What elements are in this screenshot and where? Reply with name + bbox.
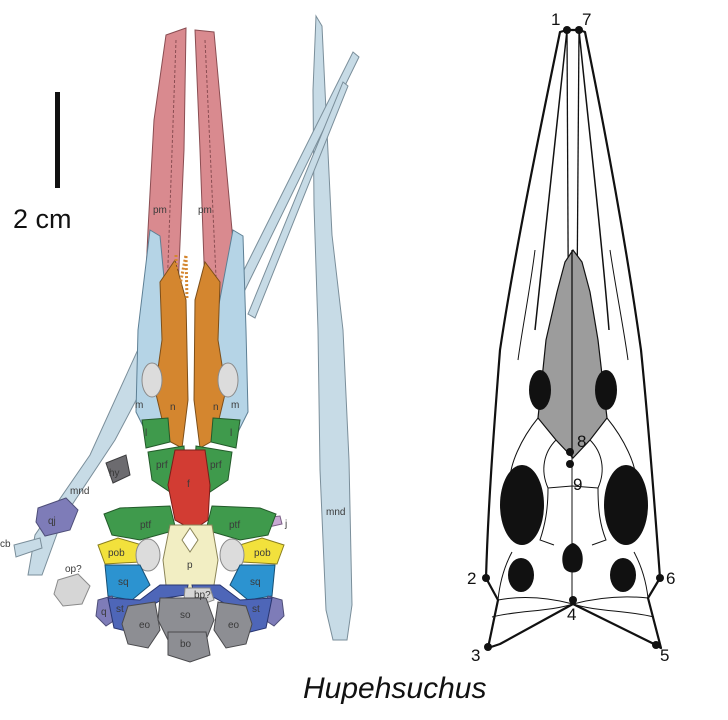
label-ptf-left: ptf bbox=[140, 520, 151, 531]
frontal-bone bbox=[167, 449, 211, 531]
left-exoccipital bbox=[121, 601, 161, 649]
posterior-left-sutures bbox=[491, 551, 574, 618]
right-postfrontal bbox=[205, 505, 277, 541]
label-l-left: l bbox=[145, 428, 147, 439]
landmark-label-8: 8 bbox=[577, 432, 586, 451]
scale-bar: 2 cm bbox=[13, 92, 72, 234]
landmark-point-2 bbox=[482, 574, 490, 582]
label-st-right: st bbox=[252, 604, 260, 615]
label-mnd-left: mnd bbox=[70, 486, 89, 497]
left-temporal-opening bbox=[508, 558, 534, 592]
figure-caption: Hupehsuchus bbox=[303, 672, 486, 705]
label-pm-left: pm bbox=[153, 205, 167, 216]
landmark-label-7: 7 bbox=[582, 10, 591, 29]
scale-bar-line bbox=[55, 92, 60, 188]
label-m-left: m bbox=[135, 400, 143, 411]
landmark-label-2: 2 bbox=[467, 569, 476, 588]
right-exoccipital bbox=[213, 601, 253, 649]
posterior-right-sutures bbox=[572, 551, 655, 618]
right-naris-opening bbox=[595, 370, 617, 410]
quadratojugal-bone bbox=[35, 497, 79, 537]
label-bo: bo bbox=[180, 639, 192, 650]
landmark-label-6: 6 bbox=[666, 569, 675, 588]
label-hy: hy bbox=[109, 468, 120, 479]
left-squamosal bbox=[104, 564, 151, 601]
opisthotic-fragment bbox=[53, 573, 91, 607]
right-temporal-fenestra bbox=[219, 538, 245, 572]
parietal-foramen bbox=[181, 527, 199, 553]
right-premax-suture bbox=[609, 249, 629, 361]
label-n-left: n bbox=[170, 402, 176, 413]
right-naris bbox=[217, 362, 239, 398]
landmark-label-3: 3 bbox=[471, 646, 480, 665]
landmark-label-9: 9 bbox=[573, 475, 582, 494]
landmark-point-7 bbox=[575, 26, 583, 34]
label-eo-left: eo bbox=[139, 620, 151, 631]
landmark-point-4 bbox=[569, 596, 577, 604]
dotted-midline bbox=[174, 254, 189, 301]
left-premax-suture bbox=[517, 249, 536, 361]
rostrum-left-inner bbox=[534, 29, 568, 331]
label-p: p bbox=[187, 560, 193, 571]
left-naris bbox=[141, 362, 163, 398]
displaced-rod-b bbox=[247, 81, 349, 319]
label-sq-right: sq bbox=[250, 577, 261, 588]
landmark-point-9 bbox=[566, 460, 574, 468]
label-m-right: m bbox=[231, 400, 239, 411]
label-f: f bbox=[187, 479, 190, 490]
label-pm-right: pm bbox=[198, 205, 212, 216]
basioccipital bbox=[167, 631, 211, 663]
specimen-drawing: pm pm m m n n l l prf prf f ptf ptf j p … bbox=[0, 14, 360, 663]
label-q: q bbox=[101, 607, 107, 618]
left-naris-opening bbox=[529, 370, 551, 410]
parietal-left-suture bbox=[539, 487, 555, 546]
prefrontal-left-suture bbox=[543, 439, 573, 489]
label-qj: qj bbox=[48, 516, 56, 527]
right-orbit-opening bbox=[604, 465, 648, 545]
label-ptf-right: ptf bbox=[229, 520, 240, 531]
label-so: so bbox=[180, 610, 191, 621]
landmark-label-1: 1 bbox=[551, 10, 560, 29]
ceratobranchial bbox=[13, 537, 43, 558]
label-l-right: l bbox=[230, 428, 232, 439]
label-st-left: st bbox=[116, 604, 124, 615]
label-pob-left: pob bbox=[108, 548, 125, 559]
label-cb: cb bbox=[0, 539, 11, 550]
label-op: op? bbox=[65, 564, 82, 575]
landmark-point-6 bbox=[656, 574, 664, 582]
parietal-right-suture bbox=[591, 487, 607, 546]
label-prf-left: prf bbox=[156, 460, 168, 471]
hyoid-bone bbox=[105, 454, 131, 484]
landmark-point-1 bbox=[563, 26, 571, 34]
label-mnd-right: mnd bbox=[326, 507, 345, 518]
right-temporal-opening bbox=[610, 558, 636, 592]
right-lacrimal bbox=[210, 417, 241, 449]
prefrontal-right-suture bbox=[571, 439, 603, 489]
landmark-point-5 bbox=[652, 641, 660, 649]
landmark-schematic: 1 7 8 9 2 6 4 3 5 bbox=[467, 10, 675, 665]
rostrum-right-inner bbox=[578, 29, 610, 331]
label-prf-right: prf bbox=[210, 460, 222, 471]
landmark-point-8 bbox=[566, 448, 574, 456]
scale-bar-label: 2 cm bbox=[13, 204, 72, 234]
label-j: j bbox=[284, 519, 287, 530]
landmark-label-4: 4 bbox=[567, 605, 576, 624]
right-squamosal bbox=[229, 564, 276, 601]
landmark-label-5: 5 bbox=[660, 646, 669, 665]
label-pob-right: pob bbox=[254, 548, 271, 559]
label-sq-left: sq bbox=[118, 577, 129, 588]
label-n-right: n bbox=[213, 402, 219, 413]
label-bp: bp? bbox=[194, 590, 211, 601]
left-premaxilla-suture bbox=[165, 39, 177, 321]
right-premaxilla-suture bbox=[204, 39, 219, 321]
label-eo-right: eo bbox=[228, 620, 240, 631]
pineal-opening bbox=[562, 543, 583, 573]
left-lacrimal bbox=[141, 417, 171, 449]
left-orbit-opening bbox=[500, 465, 544, 545]
landmark-point-3 bbox=[484, 643, 492, 651]
left-temporal-fenestra bbox=[135, 538, 161, 572]
